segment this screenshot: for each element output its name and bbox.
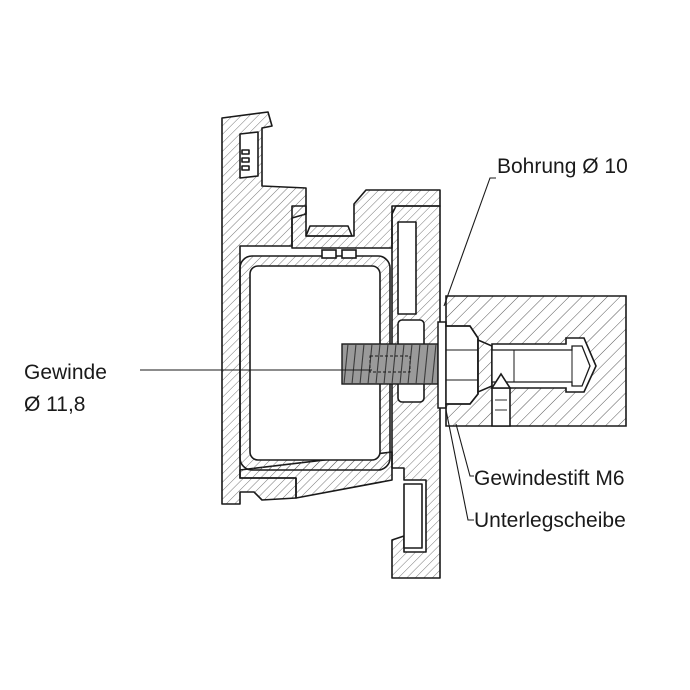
profile-left-web bbox=[221, 111, 307, 505]
slab bbox=[445, 295, 627, 427]
set-screw-tip bbox=[490, 372, 512, 389]
profile-top-teeth bbox=[241, 149, 250, 171]
thread-core bbox=[369, 355, 411, 373]
leader-gewindestift bbox=[455, 423, 474, 477]
chamber-slot-lower bbox=[403, 483, 423, 549]
leader-bohrung bbox=[443, 177, 496, 307]
label-gewindestift: Gewindestift M6 bbox=[474, 467, 625, 490]
threaded-insert bbox=[341, 343, 439, 385]
label-bohrung: Bohrung Ø 10 bbox=[497, 155, 628, 178]
leader-lines bbox=[140, 177, 496, 521]
thread-body bbox=[341, 343, 439, 385]
hex-nut bbox=[445, 325, 479, 405]
label-unterlegscheibe: Unterlegscheibe bbox=[474, 509, 626, 532]
profile-top-groove bbox=[239, 131, 259, 179]
profile-top-rib bbox=[305, 225, 353, 237]
label-gewinde-diameter: Ø 11,8 bbox=[24, 393, 86, 416]
tube-notch-b bbox=[341, 249, 357, 259]
chamber-slot-upper bbox=[397, 221, 417, 315]
inner-tube bbox=[239, 249, 391, 471]
set-screw bbox=[491, 387, 511, 427]
washer bbox=[437, 321, 447, 409]
label-gewinde: Gewinde bbox=[24, 361, 107, 384]
tube-notch-a bbox=[321, 249, 337, 259]
locating-pin bbox=[491, 345, 591, 387]
leader-unterlegscheibe bbox=[445, 409, 474, 521]
